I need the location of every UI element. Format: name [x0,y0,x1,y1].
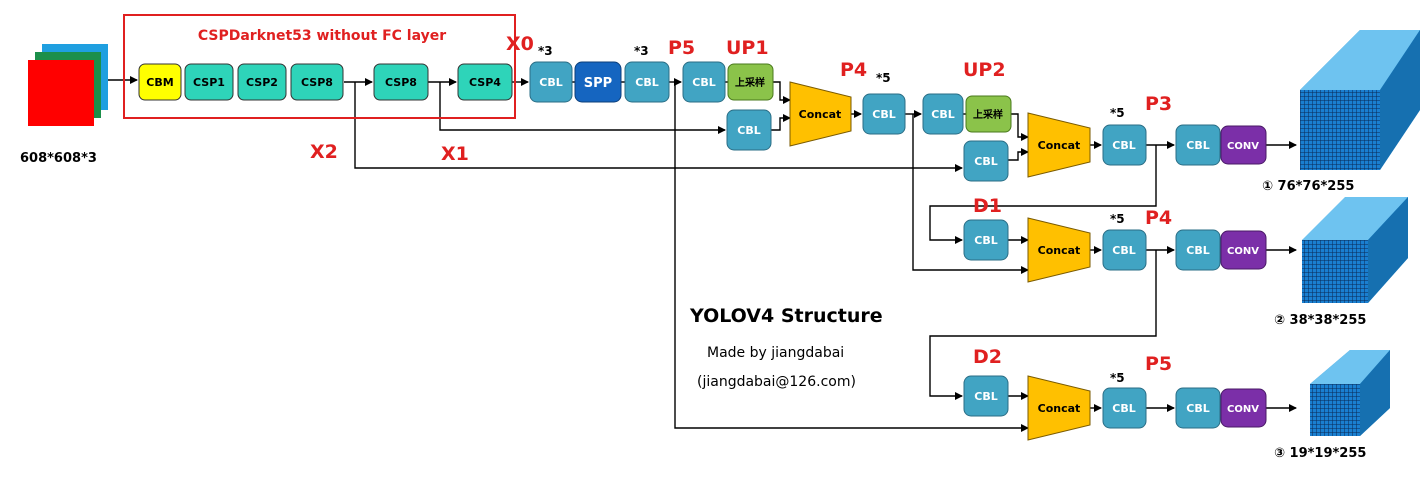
connectors [108,76,1297,432]
block-cbm: CBM [138,63,182,101]
backbone-border [123,14,516,119]
block-csp8-a-label: CSP8 [301,76,333,89]
cbl-p4-mid: CBL [1102,229,1147,271]
block-csp1: CSP1 [184,63,234,101]
concat-label: Concat [1038,244,1081,257]
cbl-x2: CBL [963,140,1009,182]
block-csp8-b-label: CSP8 [385,76,417,89]
output-3-label: ③ 19*19*255 [1274,446,1366,461]
label-p4-top: P4 [840,59,867,81]
cbl-x0: CBL [529,61,573,103]
cbl-label: CBL [539,76,562,89]
block-csp4: CSP4 [457,63,513,101]
cbl-label: CBL [1186,244,1209,257]
output-cube-2 [1302,197,1408,303]
block-csp8-a: CSP8 [290,63,344,101]
label-p3: P3 [1145,93,1172,115]
cbl-label: CBL [737,124,760,137]
credits-title: YOLOV4 Structure [689,305,883,327]
cbl-p5-bottom: CBL [1102,387,1147,429]
cbl-d1: CBL [963,219,1009,261]
credits-email: (jiangdabai@126.com) [697,374,856,390]
credits-author: Made by jiangdabai [707,345,844,361]
upsample-2: 上采样 [965,95,1012,133]
input-size-label: 608*608*3 [20,151,97,166]
cbl-label: CBL [1112,402,1135,415]
block-csp2: CSP2 [237,63,287,101]
mult-x0: *3 [538,44,553,58]
conv-label: CONV [1227,246,1259,257]
upsample-1: 上采样 [727,63,774,101]
concat-label: Concat [1038,139,1081,152]
cbl-label: CBL [931,108,954,121]
cbl-x1: CBL [726,109,772,151]
cbl-label: CBL [974,155,997,168]
label-x2: X2 [310,141,338,163]
mult-p4-mid: *5 [1110,212,1125,226]
label-up1: UP1 [726,37,769,59]
concat-4: Concat [1027,375,1091,441]
block-csp2-label: CSP2 [246,76,278,89]
conv-3: CONV [1220,388,1267,428]
cbl-p5: CBL [682,61,726,103]
label-d1: D1 [973,195,1002,217]
upsample-label: 上采样 [973,108,1003,121]
mult-p5-bottom: *5 [1110,371,1125,385]
upsample-label: 上采样 [735,76,765,89]
mult-p4-top: *5 [876,71,891,85]
cbl-label: CBL [1112,244,1135,257]
cbl-label: CBL [974,390,997,403]
label-x0: X0 [506,33,534,55]
label-x1: X1 [441,143,469,165]
cbl-label: CBL [1186,402,1209,415]
cbl-head-3: CBL [1175,387,1221,429]
block-csp1-label: CSP1 [193,76,225,89]
cbl-head-1: CBL [1175,124,1221,166]
cbl-label: CBL [974,234,997,247]
concat-1: Concat [789,81,852,147]
concat-label: Concat [799,108,842,121]
cbl-label: CBL [635,76,658,89]
label-d2: D2 [973,346,1002,368]
mult-spp: *3 [634,44,649,58]
spp-block: SPP [574,61,622,103]
block-cbm-label: CBM [146,76,173,89]
cbl-label: CBL [872,108,895,121]
cbl-pre-up2: CBL [922,93,964,135]
block-csp4-label: CSP4 [469,76,501,89]
mult-p3: *5 [1110,106,1125,120]
label-p5-top: P5 [668,37,695,59]
input-image [28,60,94,126]
cbl-head-2: CBL [1175,229,1221,271]
label-p5-bottom: P5 [1145,353,1172,375]
cbl-p3: CBL [1102,124,1147,166]
output-1-label: ① 76*76*255 [1262,179,1354,194]
backbone-title: CSPDarknet53 without FC layer [198,28,446,44]
concat-label: Concat [1038,402,1081,415]
conv-label: CONV [1227,404,1259,415]
block-csp8-b: CSP8 [373,63,429,101]
output-cube-1 [1300,30,1420,170]
cbl-after-spp: CBL [624,61,670,103]
label-up2: UP2 [963,59,1006,81]
label-p4-mid: P4 [1145,207,1172,229]
concat-2: Concat [1027,112,1091,178]
cbl-d2: CBL [963,375,1009,417]
cbl-p4-top: CBL [862,93,906,135]
cbl-label: CBL [692,76,715,89]
cbl-label: CBL [1112,139,1135,152]
backbone: CSPDarknet53 without FC layer CBM CSP1 C… [123,14,516,119]
output-cube-3 [1310,350,1390,436]
input-image-stack [28,44,108,126]
cbl-label: CBL [1186,139,1209,152]
spp-label: SPP [584,76,612,91]
conv-1: CONV [1220,125,1267,165]
output-2-label: ② 38*38*255 [1274,313,1366,328]
conv-label: CONV [1227,141,1259,152]
conv-2: CONV [1220,230,1267,270]
concat-3: Concat [1027,217,1091,283]
